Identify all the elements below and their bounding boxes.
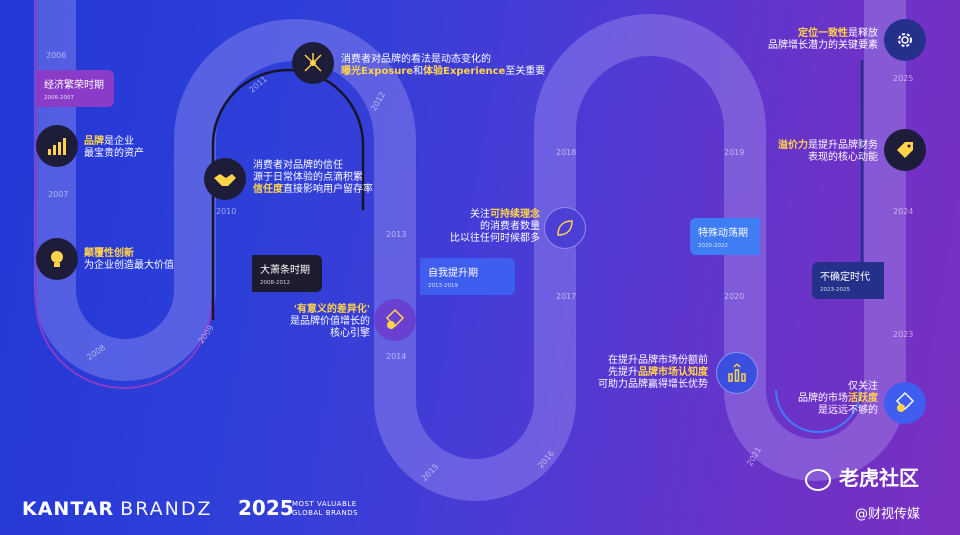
leaf-icon <box>544 207 586 249</box>
era-label: 特殊动荡期 <box>698 228 748 239</box>
era-range: 2008-2012 <box>260 280 290 286</box>
insight-differentiation: '有意义的差异化' 是品牌价值增长的 核心引擎 <box>262 304 370 340</box>
insight-text: 直接影响用户留存率 <box>283 184 373 195</box>
insight-highlight: 活跃度 <box>848 393 878 404</box>
growth-chart-icon <box>36 125 78 167</box>
insight-text: 消费者对品牌的信任 <box>253 160 343 171</box>
era-tag: 不确定时代 2023-2025 <box>812 262 884 299</box>
year-label: 2007 <box>48 190 69 199</box>
insight-highlight: 信任度 <box>253 184 283 195</box>
era-tag: 大萧条时期 2008-2012 <box>252 255 322 292</box>
insight-text: 是释放 <box>848 28 878 39</box>
era-tag: 特殊动荡期 2020-2022 <box>690 218 760 255</box>
insight-highlight: 品牌 <box>84 136 104 147</box>
year-label: 2006 <box>46 51 67 60</box>
insight-text: 和 <box>413 66 424 77</box>
handshake-icon <box>204 158 246 200</box>
price-tag-icon <box>884 129 926 171</box>
insight-text: 关注 <box>470 209 490 220</box>
insight-trust: 消费者对品牌的信任 源于日常体验的点滴积累 信任度直接影响用户留存率 <box>253 160 373 196</box>
insight-text: 是企业 <box>104 136 134 147</box>
insight-pricing-power: 溢价力是提升品牌财务 表现的核心动能 <box>760 140 878 164</box>
insight-exposure: 消费者对品牌的看法是动态变化的 曝光Exposure和体验Experience至… <box>341 54 545 78</box>
insight-positioning: 定位一致性是释放 品牌增长潜力的关键要素 <box>746 28 878 52</box>
era-tag: 经济繁荣时期 2006-2007 <box>36 70 114 107</box>
era-range: 2023-2025 <box>820 287 850 293</box>
insight-text: 在提升品牌市场份额前 <box>608 355 708 366</box>
insight-highlight: 定位一致性 <box>798 28 848 39</box>
shapes-icon <box>374 299 416 341</box>
logo-year: 2025 <box>238 496 294 520</box>
insight-text: 是品牌价值增长的 <box>290 316 370 327</box>
insight-sustainability: 关注可持续理念 的消费者数量 比以往任何时候都多 <box>430 209 540 245</box>
insight-text: 品牌增长潜力的关键要素 <box>768 40 878 51</box>
year-label: 2018 <box>556 148 577 157</box>
insight-text: 为企业创造最大价值 <box>84 260 174 271</box>
tiger-community-icon <box>805 468 831 491</box>
insight-text: 仅关注 <box>848 381 878 392</box>
insight-text: 源于日常体验的点滴积累 <box>253 172 363 183</box>
year-label: 2025 <box>893 74 914 83</box>
insight-awareness: 在提升品牌市场份额前 先提升品牌市场认知度 可助力品牌赢得增长优势 <box>580 355 708 391</box>
insight-text: 是提升品牌财务 <box>808 140 878 151</box>
insight-brand-asset: 品牌是企业 最宝贵的资产 <box>84 136 144 160</box>
insight-highlight: '有意义的差异化' <box>293 304 370 315</box>
year-label: 2024 <box>893 207 914 216</box>
year-label: 2014 <box>386 352 407 361</box>
insight-highlight: 体验Experience <box>423 66 506 77</box>
logo-tagline-1: MOST VALUABLE <box>292 500 357 508</box>
era-range: 2013-2019 <box>428 283 458 289</box>
insight-text: 先提升 <box>608 367 638 378</box>
insight-highlight: 品牌市场认知度 <box>638 367 708 378</box>
shapes-icon <box>884 382 926 424</box>
watermark-text: 老虎社区 <box>839 466 919 490</box>
community-watermark: 老虎社区 <box>805 462 919 491</box>
insight-text: 消费者对品牌的看法是动态变化的 <box>341 54 491 65</box>
insight-text: 是远远不够的 <box>818 405 878 416</box>
year-label: 2019 <box>724 148 745 157</box>
lightbulb-icon <box>36 238 78 280</box>
insight-highlight: 曝光Exposure <box>341 66 414 77</box>
era-label: 经济繁荣时期 <box>44 80 104 91</box>
insight-text: 可助力品牌赢得增长优势 <box>598 379 708 390</box>
era-range: 2006-2007 <box>44 95 74 101</box>
year-label: 2010 <box>216 207 237 216</box>
insight-text: 品牌的市场 <box>798 393 848 404</box>
era-range: 2020-2022 <box>698 243 728 249</box>
insight-highlight: 溢价力 <box>778 140 808 151</box>
year-label: 2020 <box>724 292 745 301</box>
insight-highlight: 可持续理念 <box>490 209 540 220</box>
logo-tagline: MOST VALUABLE GLOBAL BRANDS <box>292 500 358 518</box>
insight-activity: 仅关注 品牌的市场活跃度 是远远不够的 <box>770 381 878 417</box>
era-tag: 自我提升期 2013-2019 <box>420 258 515 295</box>
insight-text: 核心引擎 <box>330 328 370 339</box>
insight-text: 比以往任何时候都多 <box>450 233 540 244</box>
bar-growth-icon <box>716 352 758 394</box>
era-label: 不确定时代 <box>820 272 870 283</box>
logo-tagline-2: GLOBAL BRANDS <box>292 509 359 517</box>
year-label: 2013 <box>386 230 407 239</box>
insight-text: 表现的核心动能 <box>808 152 878 163</box>
era-label: 自我提升期 <box>428 268 478 279</box>
insight-highlight: 颠覆性创新 <box>84 248 134 259</box>
insight-innovation: 颠覆性创新 为企业创造最大价值 <box>84 248 174 272</box>
gear-icon <box>884 19 926 61</box>
logo-kantar: KANTAR <box>22 498 115 520</box>
network-icon <box>292 42 334 84</box>
insight-text: 至关重要 <box>505 66 546 77</box>
era-label: 大萧条时期 <box>260 265 310 276</box>
insight-text: 的消费者数量 <box>480 221 540 232</box>
year-label: 2017 <box>556 292 577 301</box>
source-watermark: @财视传媒 <box>855 507 921 522</box>
insight-text: 最宝贵的资产 <box>84 148 144 159</box>
year-label: 2023 <box>893 330 914 339</box>
logo-brandz: BRANDZ <box>120 498 213 520</box>
